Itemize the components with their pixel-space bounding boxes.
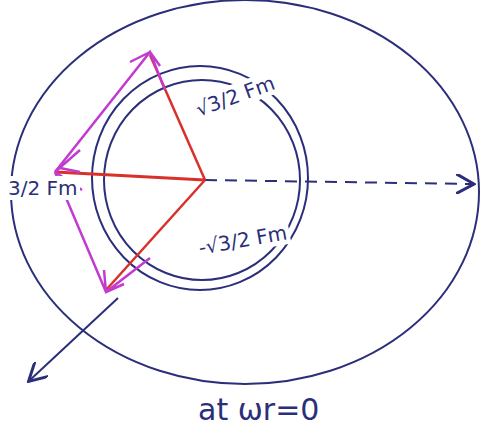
magnitude-label: -√3/2 Fm bbox=[195, 220, 291, 260]
condition-note: at ωr=0 bbox=[196, 392, 321, 427]
stator-outer-circle bbox=[11, 0, 479, 384]
magnitude-label: √3/2 Fm bbox=[190, 70, 279, 122]
phasor-c bbox=[106, 180, 205, 290]
phase-axis bbox=[30, 298, 118, 380]
stator-inner-circle bbox=[92, 66, 308, 290]
construction-line bbox=[55, 52, 165, 172]
reference-axis bbox=[205, 180, 472, 184]
magnitude-label: 3/2 Fm bbox=[6, 176, 80, 200]
